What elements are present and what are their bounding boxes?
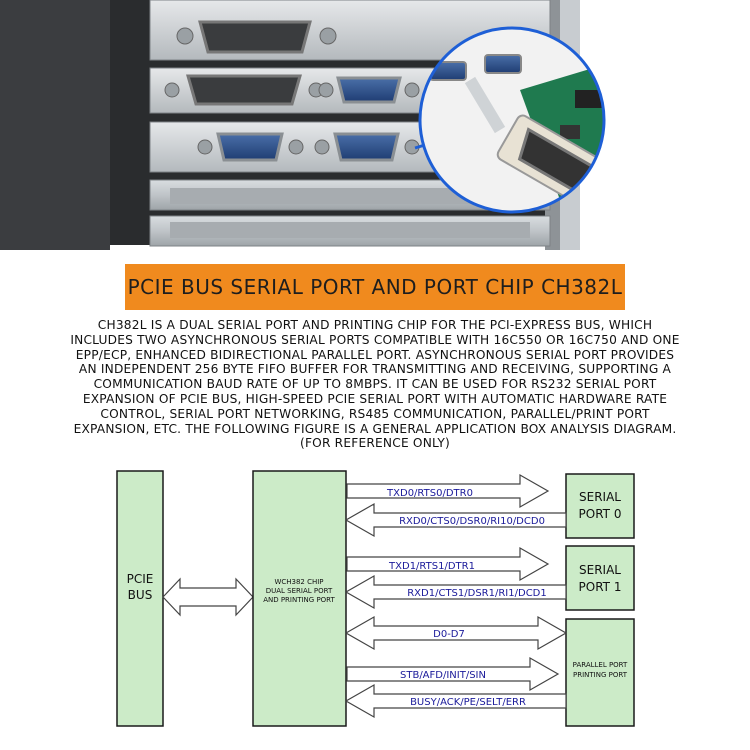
rxd1-label: RXD1/CTS1/DSR1/RI1/DCD1 — [407, 588, 547, 599]
description-line: (FOR REFERENCE ONLY) — [299, 436, 451, 451]
busy-label: BUSY/ACK/PE/SELT/ERR — [410, 697, 526, 708]
description-line: EXPANSION OF PCIE BUS, HIGH-SPEED PCIE S… — [82, 391, 668, 406]
bus-double-arrow — [162, 577, 254, 617]
pcie-bus-label-1: PCIE — [127, 572, 154, 586]
banner-title: PCIE BUS SERIAL PORT AND PORT CHIP CH382… — [127, 275, 623, 299]
chip-box: WCH382 CHIP DUAL SERIAL PORT AND PRINTIN… — [252, 470, 347, 727]
pcie-bus-box: PCIE BUS — [116, 470, 164, 727]
description-line: AN INDEPENDENT 256 BYTE FIFO BUFFER FOR … — [78, 362, 672, 377]
product-photo — [0, 0, 750, 250]
busy-arrow — [344, 683, 567, 719]
chip-label-1: WCH382 CHIP — [274, 578, 323, 586]
pcie-bus-label-2: BUS — [128, 588, 153, 602]
chip-label-3: AND PRINTING PORT — [263, 596, 335, 604]
parallel-port-label-1: PARALLEL PORT — [573, 661, 628, 669]
txd1-label: TXD1/RTS1/DTR1 — [388, 561, 475, 572]
description-line: EXPANSION, ETC. THE FOLLOWING FIGURE IS … — [73, 421, 677, 436]
serial-port-0-label-2: PORT 0 — [579, 507, 622, 521]
description-text: CH382L IS A DUAL SERIAL PORT AND PRINTIN… — [36, 318, 714, 451]
description-line: CH382L IS A DUAL SERIAL PORT AND PRINTIN… — [97, 318, 653, 332]
description-line: EPP/ECP, ENHANCED BIDIRECTIONAL PARALLEL… — [75, 347, 675, 362]
chassis-left — [0, 0, 110, 250]
serial-port-1-label-2: PORT 1 — [579, 580, 622, 594]
serial-port-0-label-1: SERIAL — [579, 490, 621, 504]
chip-label-2: DUAL SERIAL PORT — [266, 587, 333, 595]
section-banner: PCIE BUS SERIAL PORT AND PORT CHIP CH382… — [125, 264, 625, 310]
serial-port-1-box: SERIAL PORT 1 — [565, 545, 635, 611]
parallel-port-label-2: PRINTING PORT — [573, 671, 628, 679]
data-bus-arrow — [344, 615, 568, 651]
rxd0-arrow — [344, 502, 567, 538]
description-line: COMMUNICATION BAUD RATE OF UP TO 8MBPS. … — [93, 377, 657, 392]
txd0-label: TXD0/RTS0/DTR0 — [386, 488, 473, 499]
serial-port-1-label-1: SERIAL — [579, 563, 621, 577]
description-line: CONTROL, SERIAL PORT NETWORKING, RS485 C… — [100, 406, 650, 421]
txd1-arrow — [346, 546, 550, 582]
description-line: INCLUDES TWO ASYNCHRONOUS SERIAL PORTS C… — [70, 332, 680, 347]
serial-port-0-box: SERIAL PORT 0 — [565, 473, 635, 539]
stb-arrow — [346, 656, 560, 692]
rxd1-arrow — [344, 574, 567, 610]
rxd0-label: RXD0/CTS0/DSR0/RI10/DCD0 — [399, 516, 545, 527]
parallel-port-box: PARALLEL PORT PRINTING PORT — [565, 618, 635, 727]
stb-label: STB/AFD/INIT/SIN — [400, 670, 486, 681]
block-diagram: PCIE BUS WCH382 CHIP DUAL SERIAL PORT AN… — [116, 470, 635, 727]
data-bus-label: D0-D7 — [433, 629, 465, 640]
txd0-arrow — [346, 473, 550, 509]
